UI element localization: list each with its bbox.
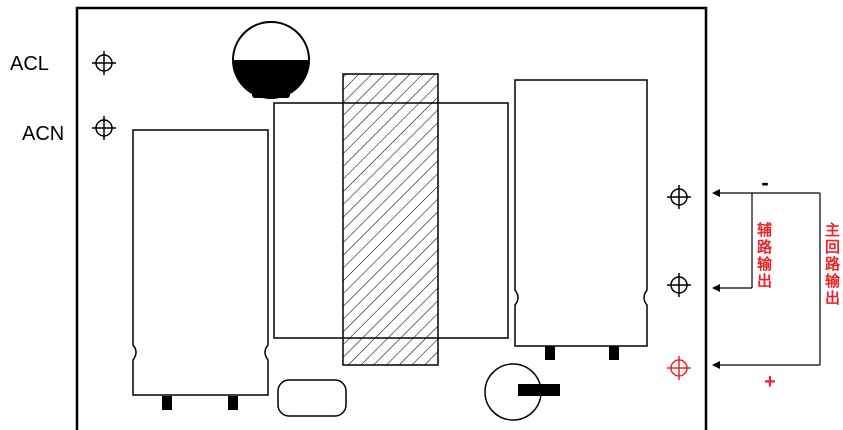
plus-sign: + bbox=[764, 371, 776, 393]
potentiometer bbox=[484, 363, 560, 421]
board-outline bbox=[75, 6, 708, 430]
acl-terminal-icon bbox=[92, 51, 116, 75]
acn-terminal-icon bbox=[92, 116, 116, 140]
main-output-label: 主回路输出 bbox=[823, 221, 841, 307]
bottom-oval-component bbox=[277, 379, 347, 417]
minus-sign: - bbox=[761, 170, 768, 195]
output-wiring bbox=[716, 192, 821, 366]
aux-output-label: 辅路输出 bbox=[755, 221, 773, 290]
acl-label: ACL bbox=[10, 53, 49, 75]
transformer bbox=[273, 73, 509, 366]
main-positive-terminal-icon bbox=[667, 356, 691, 380]
left-capacitor bbox=[132, 129, 269, 410]
arrowheads bbox=[712, 189, 720, 369]
top-capacitor bbox=[232, 21, 310, 99]
transformer-core-hatched bbox=[342, 73, 439, 366]
acn-label: ACN bbox=[22, 123, 64, 145]
aux-negative-terminal-icon bbox=[667, 185, 691, 209]
aux-output-terminal-icon bbox=[667, 273, 691, 297]
right-capacitor bbox=[514, 79, 648, 360]
